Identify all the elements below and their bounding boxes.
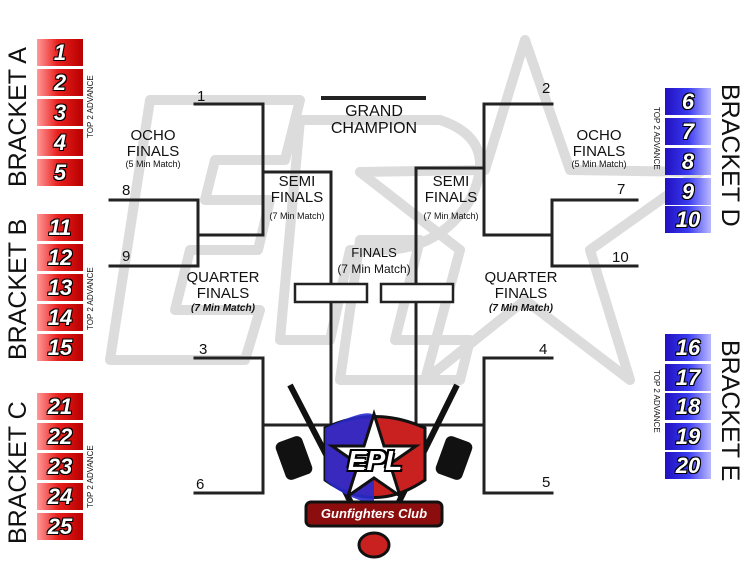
seed-box: 4	[37, 129, 83, 156]
slot-7: 7	[617, 181, 626, 198]
semi-left-line1: SEMI	[278, 173, 316, 190]
seed-box: 7	[665, 118, 711, 145]
semi-right-line1: SEMI	[432, 173, 470, 190]
ocho-left-note: (5 Min Match)	[125, 158, 181, 169]
seed-box: 16	[665, 334, 711, 361]
seed-box: 6	[665, 88, 711, 115]
bracket-c-title: BRACKET C	[4, 401, 32, 544]
seed-box: 15	[37, 334, 83, 361]
ocho-finals-right: OCHO FINALS (5 Min Match)	[556, 128, 642, 169]
quarter-right-line1: QUARTER	[484, 269, 558, 286]
seed-box: 18	[665, 393, 711, 420]
seed-box: 25	[37, 513, 83, 540]
bracket-e-note: TOP 2 ADVANCE	[652, 370, 661, 433]
semi-right-note: (7 Min Match)	[423, 210, 479, 221]
seed-box: 12	[37, 244, 83, 271]
bracket-c-note: TOP 2 ADVANCE	[86, 445, 95, 508]
logo-epl-text: EPL	[347, 445, 403, 476]
ocho-left-line2: FINALS	[126, 142, 180, 160]
slot-6: 6	[196, 476, 205, 493]
seed-box: 9	[665, 178, 711, 205]
bracket-b-note: TOP 2 ADVANCE	[86, 267, 95, 330]
quarter-right-note: (7 Min Match)	[489, 302, 553, 314]
seed-box: 21	[37, 393, 83, 420]
seed-box: 5	[37, 159, 83, 186]
semi-left-line2: FINALS	[270, 188, 324, 206]
bracket-d-title: BRACKET D	[716, 84, 744, 227]
seed-box: 13	[37, 274, 83, 301]
ocho-right-line2: FINALS	[572, 142, 626, 160]
slot-3: 3	[199, 341, 208, 358]
seed-box: 10	[665, 206, 711, 233]
finals-right-box	[379, 282, 455, 304]
slot-4: 4	[539, 341, 548, 358]
seed-box: 19	[665, 423, 711, 450]
seed-box: 2	[37, 69, 83, 96]
finals-label: FINALS (7 Min Match)	[324, 246, 424, 275]
watermark-logo	[105, 35, 705, 385]
ocho-finals-left: OCHO FINALS (5 Min Match)	[110, 128, 196, 169]
quarter-left-line2: FINALS	[196, 284, 250, 302]
slot-2: 2	[542, 80, 551, 97]
grand-champion-label: GRAND CHAMPION	[318, 103, 430, 138]
quarter-right-line2: FINALS	[494, 284, 548, 302]
slot-9: 9	[122, 248, 131, 265]
grand-line1: GRAND	[345, 103, 403, 120]
semi-left-note: (7 Min Match)	[269, 210, 325, 221]
finals-note: (7 Min Match)	[337, 261, 411, 276]
seed-box: 3	[37, 99, 83, 126]
grand-line2: CHAMPION	[330, 119, 418, 137]
quarter-finals-left: QUARTER FINALS (7 Min Match)	[170, 270, 276, 314]
quarter-left-line1: QUARTER	[186, 269, 260, 286]
seed-box: 24	[37, 483, 83, 510]
seed-box: 11	[37, 214, 83, 241]
seed-box: 23	[37, 453, 83, 480]
semi-finals-right: SEMI FINALS (7 Min Match)	[416, 174, 486, 221]
bracket-a-title: BRACKET A	[4, 47, 32, 187]
bracket-d-note: TOP 2 ADVANCE	[652, 107, 661, 170]
finals-left-box	[293, 282, 369, 304]
ocho-right-line1: OCHO	[576, 127, 622, 144]
bracket-a-note: TOP 2 ADVANCE	[86, 75, 95, 138]
epl-gunfighters-logo	[275, 383, 473, 559]
ocho-left-line1: OCHO	[130, 127, 176, 144]
logo-club-text: Gunfighters Club	[320, 506, 428, 521]
quarter-finals-right: QUARTER FINALS (7 Min Match)	[468, 270, 574, 314]
quarter-left-note: (7 Min Match)	[191, 302, 255, 314]
semi-right-line2: FINALS	[424, 188, 478, 206]
slot-8: 8	[122, 182, 131, 199]
seed-box: 20	[665, 452, 711, 479]
seed-box: 14	[37, 304, 83, 331]
slot-10: 10	[612, 249, 629, 266]
finals-line1: FINALS	[351, 245, 397, 260]
slot-1: 1	[197, 88, 206, 105]
seed-box: 8	[665, 148, 711, 175]
slot-5: 5	[542, 474, 551, 491]
semi-finals-left: SEMI FINALS (7 Min Match)	[262, 174, 332, 221]
seed-box: 1	[37, 39, 83, 66]
seed-box: 22	[37, 423, 83, 450]
seed-box: 17	[665, 364, 711, 391]
bracket-e-title: BRACKET E	[716, 340, 744, 482]
ocho-right-note: (5 Min Match)	[571, 158, 627, 169]
bracket-b-title: BRACKET B	[4, 218, 32, 360]
